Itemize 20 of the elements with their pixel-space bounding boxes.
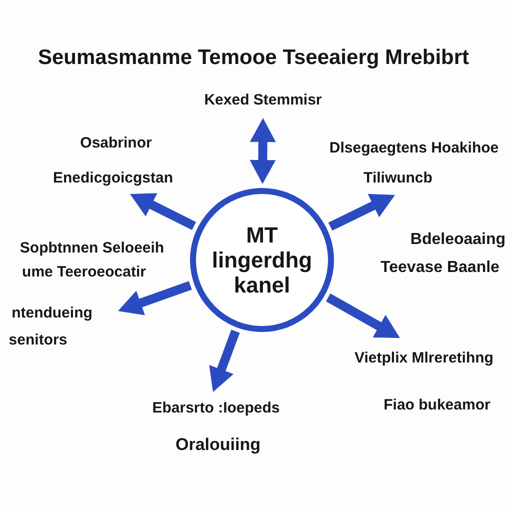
topic-label: Vietplix Mlreretihng <box>354 349 494 367</box>
topic-label: Osabrinor <box>80 134 152 152</box>
topic-label: Ebarsrto :Ioepeds <box>152 399 280 417</box>
topic-label: Sopbtnnen Seloeeih <box>20 239 164 257</box>
topic-label: ntendueing <box>12 304 92 322</box>
topic-caption: ume Teeroeocatir <box>22 263 146 281</box>
topic-label: Kexed Stemmisr <box>204 91 322 109</box>
topic-caption: senitors <box>8 331 68 349</box>
topic-caption: Enedicgoicgstan <box>52 169 174 187</box>
diagram-title: Seumasmanme Temooe Tseeaierg Mrebibrt <box>38 46 470 70</box>
topic-caption: Fiao bukeamor <box>384 396 490 414</box>
topic-caption: Oralouiing <box>176 435 260 455</box>
hub-label: MT lingerdhg kanel <box>210 222 314 298</box>
topic-label: Dlsegaegtens Hoakihoe <box>329 139 499 157</box>
double-arrow <box>250 118 276 184</box>
topic-label: Bdeleoaaing <box>410 230 506 250</box>
topic-caption: Teevase Baanle <box>380 258 500 278</box>
arrow <box>116 281 192 316</box>
topic-caption: Tiliwuncb <box>364 169 432 187</box>
arrow <box>208 330 240 394</box>
